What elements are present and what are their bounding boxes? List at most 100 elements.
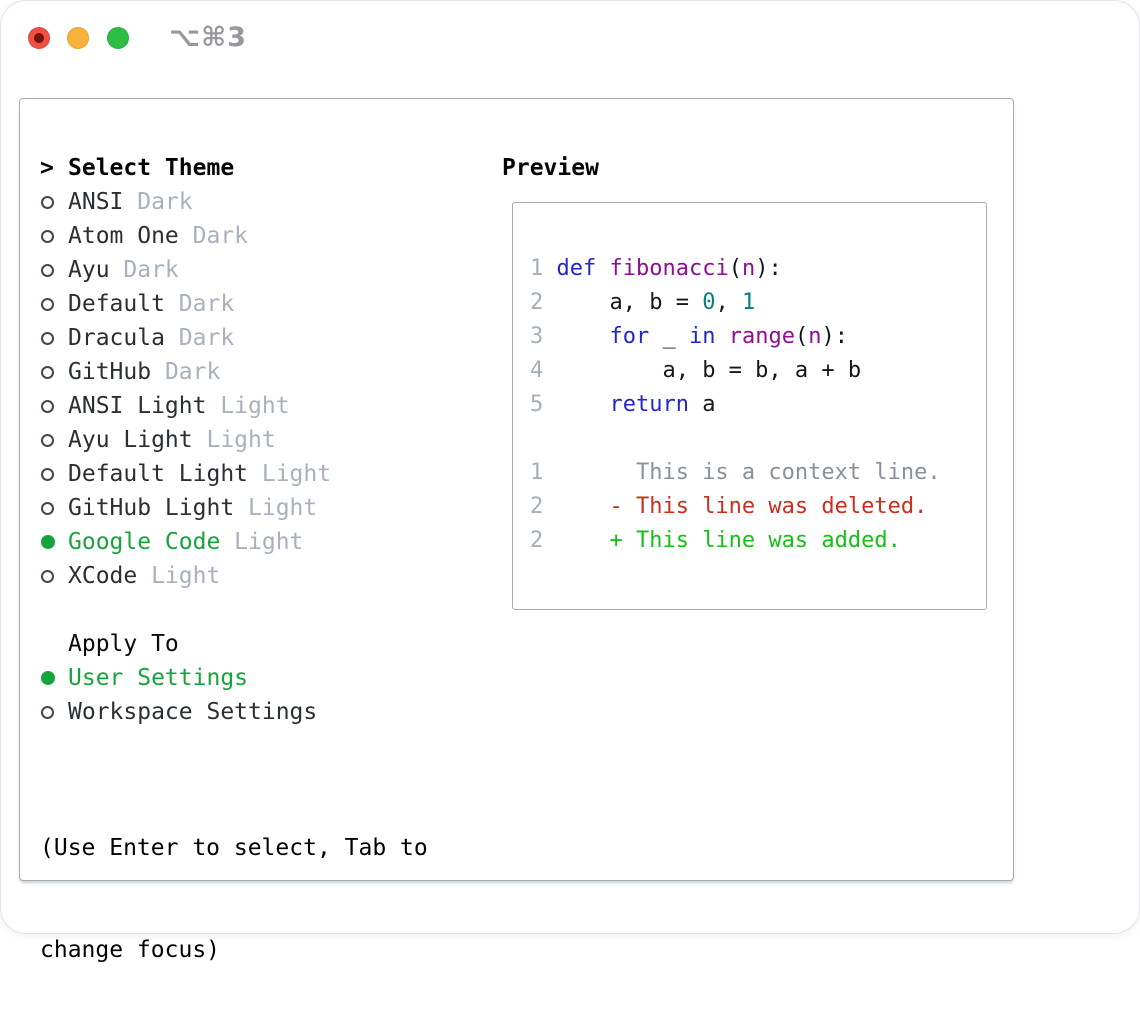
code-line: 2 + This line was added. (530, 524, 986, 558)
radio-cell (40, 263, 68, 277)
close-button[interactable] (28, 27, 50, 49)
help-text-line-1: (Use Enter to select, Tab to (40, 835, 428, 861)
theme-name: XCode (68, 563, 138, 589)
code-segment-txt (543, 392, 609, 417)
radio-cell (40, 399, 68, 413)
code-segment-txt (715, 324, 728, 349)
code-segment-del: - This line was deleted. (543, 494, 928, 519)
theme-variant-badge: Dark (123, 257, 179, 283)
theme-option[interactable]: XCode Light (40, 559, 331, 593)
apply-to-name: Workspace Settings (68, 699, 318, 725)
code-segment-txt: ): (755, 256, 782, 281)
theme-name: Ayu (68, 257, 110, 283)
code-segment-txt (596, 256, 609, 281)
theme-name: Ayu Light (68, 427, 193, 453)
theme-name: Dracula (68, 325, 165, 351)
radio-cell (40, 297, 68, 311)
code-segment-txt: ): (821, 324, 848, 349)
theme-variant-badge: Dark (164, 359, 221, 385)
code-segment-kw: in (688, 324, 716, 349)
preview-title: Preview (502, 155, 599, 181)
theme-name: GitHub (68, 359, 152, 385)
theme-variant-badge: Light (248, 495, 318, 521)
line-number: 1 (530, 460, 544, 485)
radio-unselected-icon (41, 297, 54, 311)
radio-unselected-icon (41, 467, 54, 481)
minimize-button[interactable] (67, 27, 89, 49)
radio-cell (40, 331, 68, 345)
theme-name: Default (68, 291, 165, 317)
radio-cell (40, 569, 68, 583)
apply-to-title: Apply To (68, 631, 179, 657)
code-segment-txt (543, 256, 556, 281)
theme-variant-badge: Light (151, 563, 221, 589)
apply-to-header: Apply To (40, 627, 317, 661)
theme-option[interactable]: GitHub Light Light (40, 491, 331, 525)
apply-to-name: User Settings (68, 665, 249, 691)
code-segment-txt: _ (649, 324, 689, 349)
radio-unselected-icon (41, 705, 54, 719)
code-segment-fn: n (808, 324, 822, 349)
help-text-line-2: change focus) (40, 937, 221, 963)
close-button-dot (34, 33, 44, 43)
code-segment-kw: def (556, 256, 597, 281)
code-segment-txt: , (715, 290, 742, 315)
window-shortcut-label: ⌥⌘3 (169, 22, 247, 53)
code-segment-txt: a, b = b, a + b (543, 358, 862, 383)
theme-name: Default Light (68, 461, 249, 487)
radio-unselected-icon (41, 433, 54, 447)
line-number: 4 (530, 358, 544, 383)
radio-unselected-icon (41, 365, 54, 379)
line-number: 2 (530, 528, 544, 553)
code-segment-kw: for (609, 324, 650, 349)
theme-option[interactable]: Ayu Dark (40, 253, 331, 287)
code-segment-txt: ( (794, 324, 809, 349)
theme-option[interactable]: GitHub Dark (40, 355, 331, 389)
radio-unselected-icon (41, 195, 54, 209)
radio-unselected-icon (41, 569, 54, 583)
theme-option[interactable]: Default Light Light (40, 457, 331, 491)
line-number: 2 (530, 494, 544, 519)
radio-cell (40, 195, 68, 209)
radio-cell (40, 229, 68, 243)
code-segment-txt: a, b = (543, 290, 703, 315)
theme-variant-badge: Light (261, 461, 332, 487)
theme-name: GitHub Light (68, 495, 235, 521)
line-number: 1 (530, 256, 544, 281)
radio-unselected-icon (41, 399, 54, 413)
radio-unselected-icon (41, 263, 54, 277)
code-line: 5 return a (530, 388, 986, 422)
code-line: 4 a, b = b, a + b (530, 354, 986, 388)
code-line: 1 def fibonacci(n): (530, 252, 986, 286)
radio-selected-icon (41, 535, 55, 549)
theme-variant-badge: Dark (178, 325, 235, 351)
code-segment-lit: 1 (741, 290, 756, 315)
theme-option[interactable]: Dracula Dark (40, 321, 331, 355)
radio-cell (40, 433, 68, 447)
help-text: (Use Enter to select, Tab to change focu… (40, 763, 428, 1035)
code-segment-fn: range (728, 324, 795, 349)
code-line: 1 This is a context line. (530, 456, 986, 490)
code-segment-fn: n (741, 256, 756, 281)
zoom-button[interactable] (107, 27, 129, 49)
select-theme-header: >Select Theme (40, 151, 331, 185)
code-segment-fn: fibonacci (609, 256, 729, 281)
theme-name: ANSI (68, 189, 124, 215)
apply-to-option[interactable]: User Settings (40, 661, 317, 695)
apply-to-option[interactable]: Workspace Settings (40, 695, 317, 729)
code-segment-txt: ( (728, 256, 742, 281)
radio-cell (40, 501, 68, 515)
